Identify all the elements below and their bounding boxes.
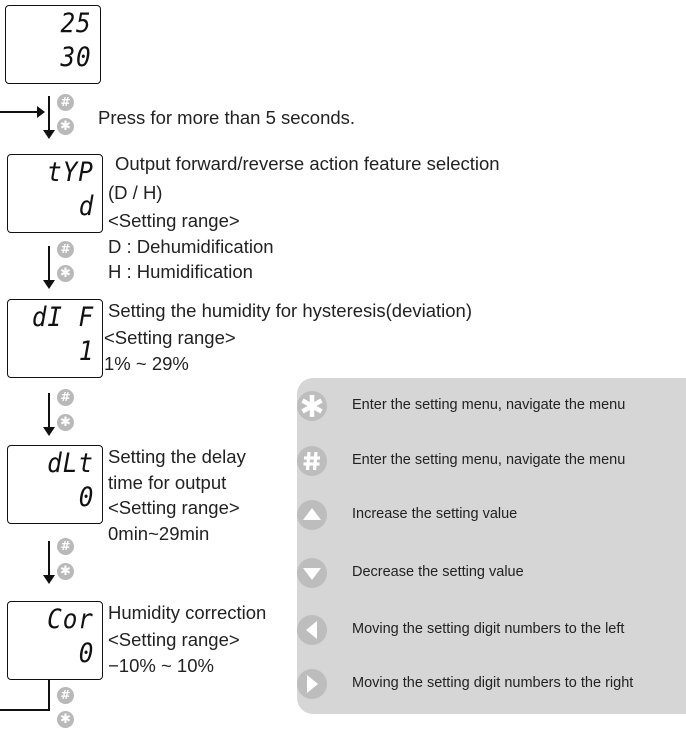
connector-1-arrowhead: [43, 130, 55, 139]
dlt-line3: <Setting range>: [108, 497, 240, 518]
up-arrow-icon: [297, 500, 327, 530]
hash-button-2: #: [57, 241, 74, 258]
connector-1: [48, 96, 50, 132]
star-button-1: ✱: [57, 118, 74, 135]
connector-3-arrowhead: [43, 427, 55, 436]
legend-text-down: Decrease the setting value: [352, 564, 524, 580]
display-dlt: dLt 0: [7, 445, 103, 524]
star-button-5: ✱: [57, 711, 74, 728]
display-initial-bottom: 30: [60, 42, 92, 73]
legend-panel: Enter the setting menu, navigate the men…: [297, 378, 686, 714]
legend-row-left: Moving the setting digit numbers to the …: [297, 615, 686, 645]
legend-row-up: Increase the setting value: [297, 500, 686, 530]
typ-line1: Output forward/reverse action feature se…: [115, 153, 500, 174]
legend-text-left: Moving the setting digit numbers to the …: [352, 621, 625, 637]
dlt-line2: time for output: [108, 472, 227, 493]
legend-text-right: Moving the setting digit numbers to the …: [352, 675, 634, 691]
hash-button-4: #: [57, 538, 74, 555]
display-typ: tYP d: [7, 154, 103, 233]
display-dif-bottom: 1: [78, 336, 94, 367]
dlt-line1: Setting the delay: [108, 446, 246, 467]
hash-icon: [297, 446, 327, 476]
legend-text-up: Increase the setting value: [352, 506, 518, 522]
display-initial-top: 25: [60, 8, 92, 39]
legend-text-asterisk: Enter the setting menu, navigate the men…: [352, 397, 626, 413]
cor-line3: −10% ~ 10%: [108, 655, 214, 676]
legend-text-hash: Enter the setting menu, navigate the men…: [352, 452, 626, 468]
connector-2-arrowhead: [43, 280, 55, 289]
legend-row-asterisk: Enter the setting menu, navigate the men…: [297, 391, 686, 421]
display-dlt-bottom: 0: [78, 482, 94, 513]
entry-arrowhead: [37, 106, 45, 118]
dif-line3: 1% ~ 29%: [104, 353, 189, 374]
connector-2: [48, 246, 50, 282]
display-cor-bottom: 0: [78, 638, 94, 669]
hash-button-3: #: [57, 389, 74, 406]
typ-line2: (D / H): [108, 182, 163, 203]
dlt-line4: 0min~29min: [108, 523, 210, 544]
display-typ-top: tYP: [47, 157, 94, 188]
dif-line1: Setting the humidity for hysteresis(devi…: [108, 300, 473, 321]
typ-line3: <Setting range>: [108, 210, 240, 231]
typ-line4: D : Dehumidification: [108, 236, 274, 257]
dif-line2: <Setting range>: [104, 327, 236, 348]
hash-button-1: #: [57, 94, 74, 111]
legend-row-hash: Enter the setting menu, navigate the men…: [297, 446, 686, 476]
star-button-4: ✱: [57, 563, 74, 580]
cor-line1: Humidity correction: [108, 602, 267, 623]
display-cor: Cor 0: [7, 601, 103, 680]
star-button-3: ✱: [57, 414, 74, 431]
display-dif-top: dI F: [31, 302, 94, 333]
star-button-2: ✱: [57, 265, 74, 282]
right-arrow-icon: [297, 669, 327, 699]
entry-line: [0, 111, 40, 113]
loop-connector-vertical: [48, 680, 50, 710]
press-instruction: Press for more than 5 seconds.: [98, 107, 356, 128]
display-initial: 25 30: [5, 5, 101, 84]
hash-button-5: #: [57, 687, 74, 704]
connector-4-arrowhead: [43, 575, 55, 584]
typ-line5: H : Humidification: [108, 261, 253, 282]
left-arrow-icon: [297, 615, 327, 645]
cor-line2: <Setting range>: [108, 629, 240, 650]
asterisk-icon: [297, 391, 327, 421]
connector-3: [48, 393, 50, 429]
connector-4: [48, 541, 50, 577]
display-dif: dI F 1: [7, 299, 103, 378]
down-arrow-icon: [297, 558, 327, 588]
legend-row-right: Moving the setting digit numbers to the …: [297, 669, 686, 699]
loop-connector-horizontal: [0, 709, 50, 711]
display-cor-top: Cor: [47, 604, 94, 635]
legend-row-down: Decrease the setting value: [297, 558, 686, 588]
display-typ-bottom: d: [78, 191, 94, 222]
display-dlt-top: dLt: [47, 448, 94, 479]
